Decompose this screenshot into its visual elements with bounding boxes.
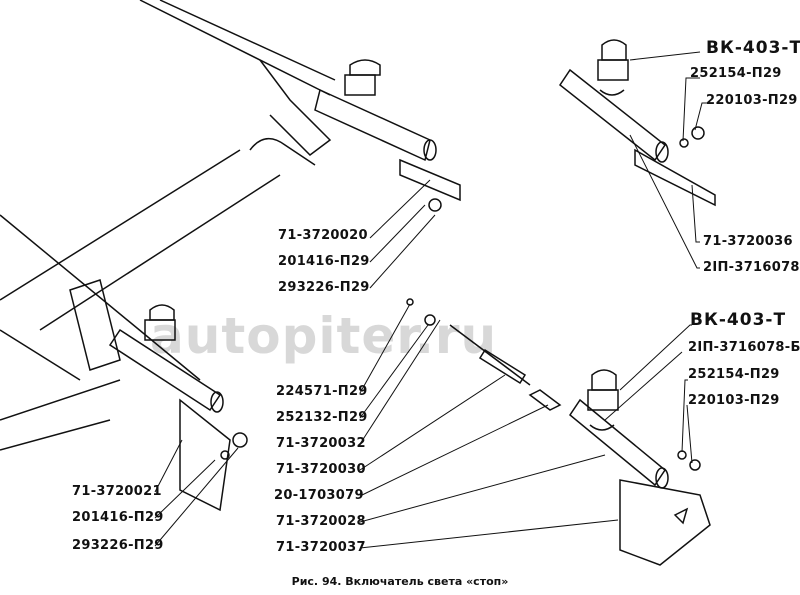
part-label: 71-3720032 (276, 436, 366, 451)
lower-right-switch (406, 298, 711, 566)
part-label: 201416-П29 (72, 510, 164, 525)
part-label: 252154-П29 (690, 66, 782, 81)
part-label: 71-3720028 (276, 514, 366, 529)
part-label: 71-3720020 (278, 228, 368, 243)
part-label: ВК-403-Т (690, 310, 787, 330)
figure-caption: Рис. 94. Включатель света «стоп» (291, 575, 509, 588)
watermark: autopiter.ru (150, 307, 498, 365)
part-label: 20-1703079 (274, 488, 364, 503)
part-label: 224571-П29 (276, 384, 368, 399)
part-label: 220103-П29 (688, 393, 780, 408)
part-label: 71-3720037 (276, 540, 366, 555)
part-label: ВК-403-Т (706, 38, 800, 58)
part-label: 71-3720036 (703, 234, 793, 249)
part-label: 2IП-3716078-Б (688, 340, 800, 355)
part-label: 2IП-3716078-Б (703, 260, 800, 275)
part-label: 293226-П29 (278, 280, 370, 295)
part-label: 293226-П29 (72, 538, 164, 553)
lower-pedal-assembly (0, 214, 248, 512)
part-label: 252154-П29 (688, 367, 780, 382)
part-label: 220103-П29 (706, 93, 798, 108)
upper-pedal-assembly (0, 0, 461, 331)
part-label: 71-3720021 (72, 484, 162, 499)
leader-lines (154, 51, 712, 549)
part-label: 252132-П29 (276, 410, 368, 425)
part-label: 71-3720030 (276, 462, 366, 477)
part-label: 201416-П29 (278, 254, 370, 269)
upper-right-switch (558, 39, 716, 207)
